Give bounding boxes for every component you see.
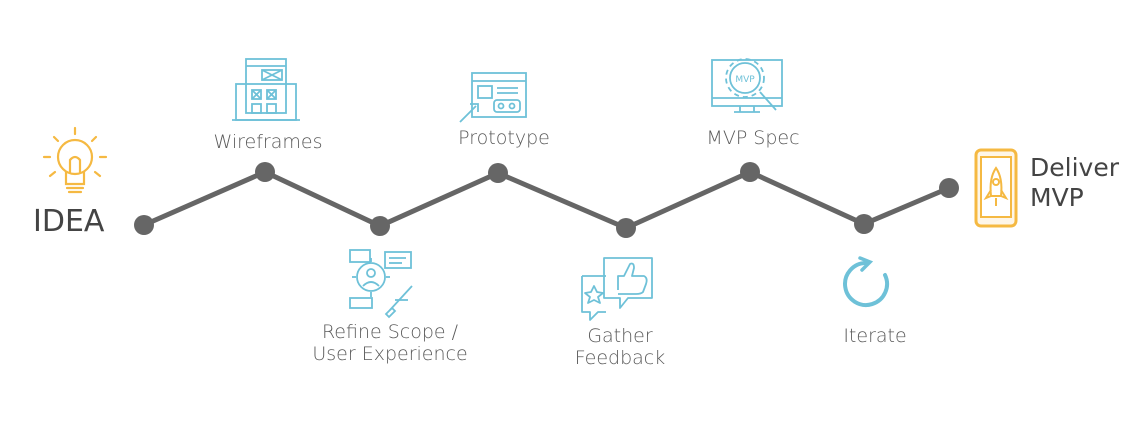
node-refine-scope	[370, 216, 390, 236]
step-label-iterate: Iterate	[843, 325, 907, 347]
node-deliver	[939, 178, 959, 198]
step-label-prototype: Prototype	[458, 127, 550, 149]
step-label-wireframes: Wireframes	[213, 131, 323, 153]
end-label-line: MVP	[1030, 183, 1084, 212]
wireframes-icon	[232, 58, 300, 121]
step-label-mvp-spec: MVP Spec	[706, 127, 800, 149]
step-label-line: User Experience	[312, 342, 468, 365]
iterate-icon	[843, 256, 889, 307]
refine-scope-icon	[349, 249, 413, 319]
step-label-line: Gather	[587, 325, 653, 347]
prototype-icon	[459, 72, 527, 123]
node-prototype	[488, 163, 508, 183]
step-label-gather-feedback: Gather Feedback	[560, 325, 680, 370]
svg-text:MVP: MVP	[735, 75, 755, 85]
lightbulb-icon	[42, 126, 108, 194]
mvp-spec-icon: MVP	[711, 58, 783, 113]
step-label-line: Feedback	[574, 346, 666, 369]
node-iterate	[854, 214, 874, 234]
node-gather-feedback	[616, 218, 636, 238]
end-label-line: Deliver	[1030, 153, 1119, 182]
end-label: Deliver MVP	[1030, 153, 1119, 213]
step-label-line: Refine Scope /	[321, 321, 459, 343]
start-label: IDEA	[33, 204, 105, 239]
step-label-refine-scope: Refine Scope / User Experience	[300, 321, 480, 366]
node-idea	[134, 215, 154, 235]
node-mvp-spec	[740, 162, 760, 182]
node-wireframes	[255, 162, 275, 182]
phone-rocket-icon	[974, 148, 1018, 228]
feedback-icon	[581, 257, 653, 321]
timeline-path	[142, 169, 950, 231]
